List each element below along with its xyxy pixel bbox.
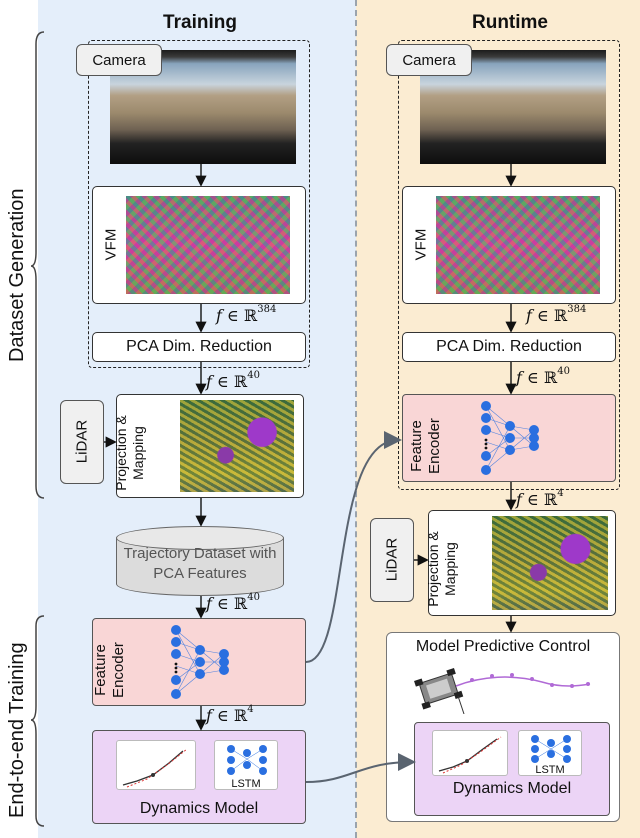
training-lstm-label: LSTM bbox=[231, 778, 261, 790]
runtime-trajectory-plot bbox=[432, 730, 508, 776]
runtime-f40: f ∈ ℝ40 bbox=[516, 366, 570, 387]
runtime-vfm-image bbox=[436, 196, 600, 294]
training-lstm-icon bbox=[214, 740, 278, 790]
training-f4: f ∈ ℝ4 bbox=[206, 704, 254, 725]
training-dataset-gen-box bbox=[88, 40, 310, 368]
training-f40b: f ∈ ℝ40 bbox=[206, 592, 260, 613]
training-f384: f ∈ ℝ384 bbox=[216, 304, 277, 325]
training-map-image bbox=[180, 400, 294, 492]
mpc-label: Model Predictive Control bbox=[415, 638, 591, 655]
panel-divider bbox=[355, 0, 357, 838]
runtime-dynamics-label: Dynamics Model bbox=[452, 780, 572, 797]
training-camera-label: Camera bbox=[76, 44, 162, 76]
runtime-encoder-network-icon bbox=[481, 401, 539, 475]
training-encoder-network-icon bbox=[171, 625, 229, 699]
runtime-lstm-icon bbox=[518, 730, 582, 776]
side-braces bbox=[30, 31, 45, 827]
dataset-cylinder-top bbox=[116, 526, 284, 550]
dataset-label: Trajectory Dataset with PCA Features bbox=[123, 545, 277, 582]
runtime-f4: f ∈ ℝ4 bbox=[516, 488, 564, 509]
training-title: Training bbox=[163, 12, 237, 33]
training-dynamics-label: Dynamics Model bbox=[139, 800, 259, 817]
runtime-title: Runtime bbox=[472, 12, 548, 33]
training-pca-box: PCA Dim. Reduction bbox=[92, 332, 306, 362]
runtime-map-image bbox=[492, 516, 608, 610]
runtime-dataset-gen-box bbox=[398, 40, 620, 490]
runtime-lidar-box bbox=[370, 518, 414, 602]
runtime-f384: f ∈ ℝ384 bbox=[526, 304, 587, 325]
runtime-lstm-label: LSTM bbox=[535, 764, 565, 776]
training-f40: f ∈ ℝ40 bbox=[206, 370, 260, 391]
training-vfm-image bbox=[126, 196, 290, 294]
mpc-trajectory-illustration bbox=[414, 667, 591, 714]
runtime-camera-label: Camera bbox=[386, 44, 472, 76]
runtime-pca-box: PCA Dim. Reduction bbox=[402, 332, 616, 362]
training-trajectory-plot bbox=[116, 740, 196, 790]
training-lidar-box bbox=[60, 400, 104, 484]
